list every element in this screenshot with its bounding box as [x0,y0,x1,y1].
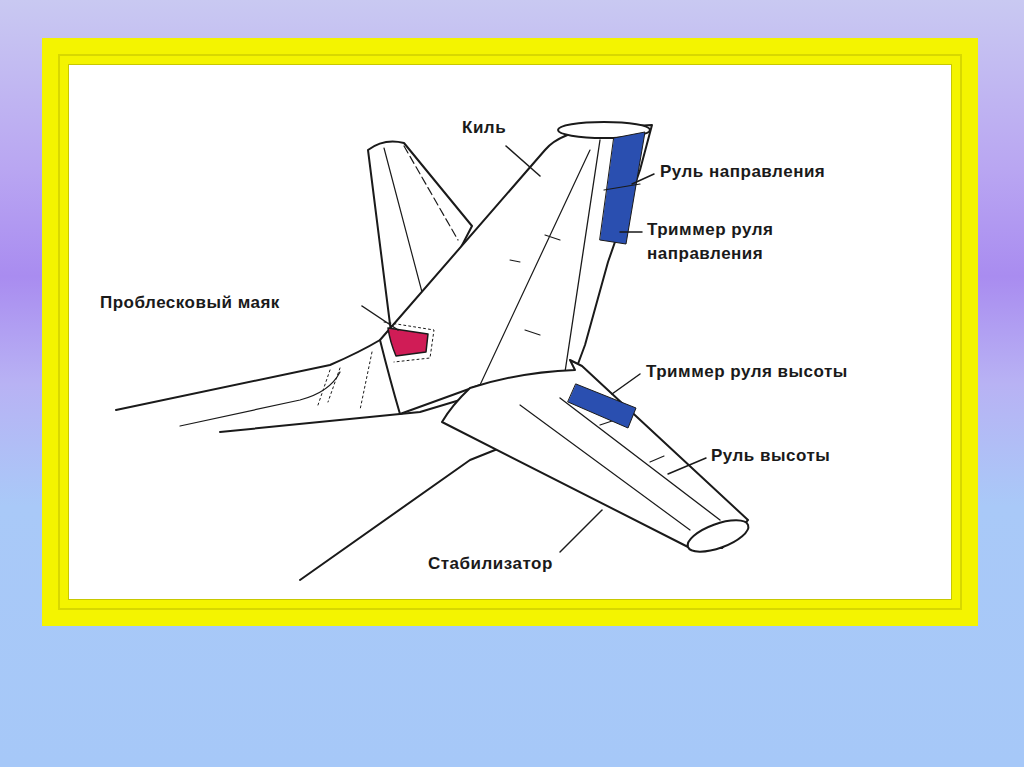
part-label: Руль высоты [711,444,830,468]
fuselage-rivets [360,352,372,410]
trim-tab-split [604,184,640,190]
fin-ribs [510,235,560,335]
fuselage-top [116,340,380,410]
stabilizer-ribs [600,420,664,462]
stabilizer-spar [520,405,690,530]
flashing-beacon [388,328,428,356]
part-label: Триммер руля направления [647,218,847,266]
leader-lines [362,146,706,552]
fin-spar [480,150,590,385]
part-label: Руль направления [660,160,825,184]
fuselage-line [180,372,340,426]
vertical-fin [380,125,652,414]
fuselage-rivets [318,368,340,405]
horizontal-stabilizer [442,360,748,548]
stabilizer-tip [684,514,752,558]
rudder-trim-tab [600,132,645,244]
elevator-hinge [560,398,720,520]
elevator-trim-tab [568,384,636,428]
rudder-hinge [565,140,600,372]
far-stabilizer-hinge [404,146,458,240]
part-label: Проблесковый маяк [100,291,280,315]
part-label: Стабилизатор [428,552,553,576]
beacon-rivets [384,322,434,362]
part-label: Триммер руля высоты [646,360,848,384]
part-label: Киль [462,116,506,140]
